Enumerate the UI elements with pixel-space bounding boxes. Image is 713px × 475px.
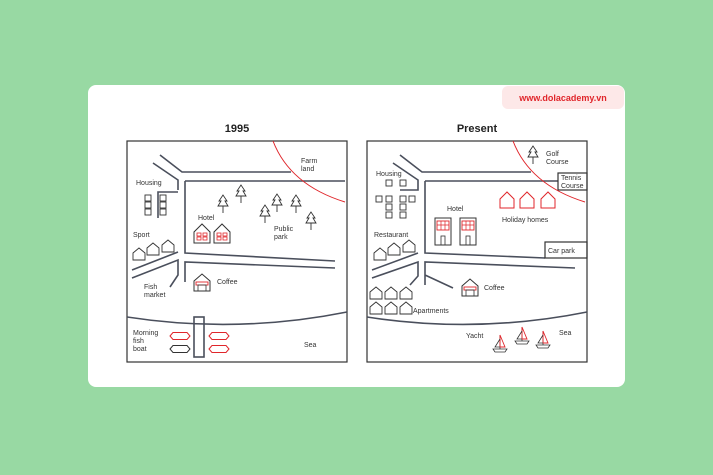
label-housing: Housing xyxy=(136,180,162,187)
map-title-present: Present xyxy=(457,123,498,135)
label-coffee: Coffee xyxy=(217,279,238,286)
label-market: market xyxy=(144,292,165,299)
label-sea: Sea xyxy=(304,342,317,349)
map-1995: 1995 Housing Sport Fish market Hotel Pub… xyxy=(126,123,348,363)
label-apartments: Apartments xyxy=(413,308,449,315)
label-farm: Farm xyxy=(301,158,318,165)
farmland-boundary xyxy=(272,140,346,203)
housing-icon xyxy=(159,201,167,209)
housing-icon xyxy=(385,179,393,187)
tennis-course-box xyxy=(557,172,588,191)
hotel-icon xyxy=(459,217,477,246)
housing-icon xyxy=(385,195,393,203)
label-fish: Fish xyxy=(144,284,157,291)
car-park-box xyxy=(544,241,588,259)
label-hotel: Hotel xyxy=(447,206,464,213)
label-golf: Golf xyxy=(546,151,559,158)
label-park: park xyxy=(274,234,288,241)
label-sea: Sea xyxy=(559,330,572,337)
watermark-text: www.dolacademy.vn xyxy=(518,93,607,103)
housing-icon xyxy=(159,194,167,202)
housing-icon xyxy=(144,201,152,209)
housing-icon xyxy=(399,179,407,187)
housing-icon xyxy=(408,195,416,203)
label-tennis: Tennis xyxy=(561,175,582,182)
label-land: land xyxy=(301,166,314,173)
label-sport: Sport xyxy=(133,232,150,239)
label-hotel: Hotel xyxy=(198,215,215,222)
map-present: Present Golf Course Tennis Course Housin… xyxy=(366,123,588,363)
card xyxy=(88,85,625,387)
label-boat: boat xyxy=(133,346,147,353)
label-golf-course: Course xyxy=(546,159,569,166)
golf-course-boundary xyxy=(512,140,586,203)
label-yacht: Yacht xyxy=(466,333,483,340)
label-restaurant: Restaurant xyxy=(374,232,408,239)
hotel-icon xyxy=(434,217,452,246)
watermark-pill xyxy=(502,86,624,109)
map-title-1995: 1995 xyxy=(225,123,249,135)
housing-icon xyxy=(399,203,407,211)
label-fish-boat-1: fish xyxy=(133,338,144,345)
housing-icon xyxy=(144,194,152,202)
label-housing: Housing xyxy=(376,171,402,178)
roads xyxy=(126,154,348,358)
roads xyxy=(366,154,588,326)
label-car-park: Car park xyxy=(548,248,575,255)
housing-icon xyxy=(385,211,393,219)
label-tennis-course: Course xyxy=(561,183,584,190)
housing-icon xyxy=(375,195,383,203)
housing-icon xyxy=(144,208,152,216)
housing-icon xyxy=(159,208,167,216)
label-morning: Morning xyxy=(133,330,158,337)
housing-icon xyxy=(399,211,407,219)
housing-icon xyxy=(385,203,393,211)
label-public: Public xyxy=(274,226,294,233)
label-holiday-homes: Holiday homes xyxy=(502,217,549,224)
housing-icon xyxy=(399,195,407,203)
map-frame xyxy=(126,140,348,363)
label-coffee: Coffee xyxy=(484,285,505,292)
